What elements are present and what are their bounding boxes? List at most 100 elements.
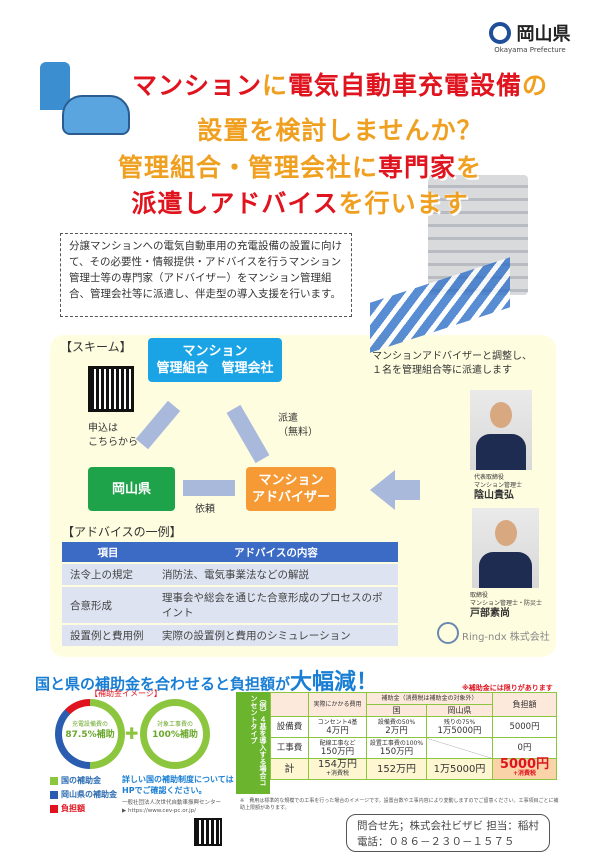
application-qr-code[interactable] [88,366,134,412]
cell-value: 2万円 [385,726,408,736]
example-label: （例）４基を導入する場合コンセントタイプ [236,692,270,794]
headline-segment: の [522,71,549,100]
advice-table: 項目アドバイスの内容 法令上の規定消防法、電気事業法などの解説 合意形成理事会や… [62,540,398,648]
subsidy-title: 国と県の補助金を合わせると負担額が大幅減！ [35,664,378,696]
headline-segment: 派遣しアドバイス [131,189,339,218]
client-box-line1: マンション [182,344,248,359]
advisor-note-1: マンションアドバイザーと調整し、 [372,351,532,362]
cell-value: 154万円 [317,759,358,770]
headline-segment: 専門家 [377,153,456,182]
table-row: 合意形成理事会や総会を通じた合意形成のプロセスのポイント [62,587,398,623]
ring-1-text: 充電設備費の 87.5%補助 [62,706,118,762]
advisor-2-name: 戸部素尚 [470,608,510,619]
cell-value: 150万円 [320,747,355,757]
cell-note: +消費税 [513,770,537,777]
advice-heading: 【アドバイスの一例】 [62,525,182,539]
subsidy-cell: 1万5000円 [425,758,494,780]
headline-segment: マンション [131,71,262,100]
advice-table-header: 項目アドバイスの内容 [62,542,398,562]
org-name: 一般社団法人次世代自動車振興センター [122,800,222,806]
subsidy-cell: 残りの75%1万5000円 [425,716,494,738]
request-label: 依頼 [195,504,215,515]
advisor-caption-1: 代表取締役 マンション管理士 陰山貴弘 [474,474,522,502]
apply-label-2: こちらから [88,437,138,448]
advisor-note-2: １名を管理組合等に派遣します [372,365,512,376]
subsidy-cell [425,737,494,759]
subsidy-cell: 計 [270,758,309,780]
arrow-request [183,480,235,496]
legend-label: 国の補助金 [61,776,101,785]
org-info: 一般社団法人次世代自動車振興センター ▶ https://www.cev-pc.o… [122,799,221,815]
row-item: 合意形成 [62,587,154,623]
ring-1-line1: 充電設備費の [71,721,108,728]
legend-burden: 負担額 [50,803,117,814]
limit-note: ※補助金には限りがあります [462,684,553,692]
ring-ndx-logo [437,622,459,644]
advisor-box-line2: アドバイザー [251,490,330,505]
subsidy-cell: 設置工事費の100%150万円 [366,737,427,759]
contact-box: 問合せ先；株式会社ビザビ 担当：稲村 電話：０８６－２３０－１５７５ [346,814,550,852]
cell-note: 設置工事費の100% [369,740,424,747]
okayama-logo: 岡山県 Okayama Prefecture [480,20,580,54]
row-content: 消防法、電気事業法などの解説 [154,564,398,585]
org-url[interactable]: ▶ https://www.cev-pc.or.jp/ [122,808,196,814]
legend-label: 負担額 [61,804,85,813]
advisor-1-title2: マンション管理士 [474,482,523,489]
ring-1-line2: 87.5%補助 [65,730,115,740]
headline-segment: に [261,71,288,100]
subsidy-title-b: 大幅減！ [290,670,379,695]
advisor-caption-2: 取締役 マンション管理士・防災士 戸部素尚 [470,592,542,620]
legend-nation: 国の補助金 [50,775,117,786]
advisor-box-line1: マンション [258,473,324,488]
cell-note: コンセント4基 [317,719,358,726]
apply-label: 申込は こちらから [88,422,138,450]
prefecture-emblem-icon [489,22,512,44]
table-row: 法令上の規定消防法、電気事業法などの解説 [62,564,398,585]
subsidy-cell: 154万円+消費税 [308,758,367,780]
headline-segment: 電気自動車充電設備 [288,71,523,100]
subsidy-image-label: 【補助金イメージ】 [90,689,162,698]
advisor-1-title1: 代表取締役 [474,474,505,481]
subsidy-footnote: ※ 費用は標準的な規模での工事を行った場合のイメージです。設置台数や工事内容によ… [240,798,559,811]
subsidy-cell: 設備費 [270,716,309,738]
headline-segment: を [456,153,483,182]
cell-value: 1万5000円 [433,763,486,775]
dispatch-label-1: 派遣 [278,413,298,424]
header-burden: 負担額 [492,692,558,717]
subsidy-legend: 国の補助金 岡山県の補助金 負担額 [50,775,117,817]
cev-qr-code[interactable] [194,818,222,846]
dispatch-label-2: （無料） [278,427,318,438]
cell-note: 配線工事など [319,740,356,747]
contact-phone[interactable]: 電話：０８６－２３０－１５７５ [357,836,515,848]
headline-line-4: 派遣しアドバイスを行います [20,184,580,220]
cell-value: 4万円 [326,726,349,736]
legend-pref: 岡山県の補助金 [50,789,117,800]
headline-line-2: 設置を検討しませんか？ [197,116,483,145]
client-box-line2: 管理組合 管理会社 [156,361,274,376]
subsidy-title-a: 国と県の補助金を合わせると負担額が [35,675,291,693]
ring-2-line1: 対象工事費の [156,721,193,728]
company-name: Ring-ndx 株式会社 [462,632,550,643]
subsidy-cell: 5000円 [492,716,558,738]
client-box: マンション 管理組合 管理会社 [148,338,282,382]
contact-line1: 問合せ先；株式会社ビザビ 担当：稲村 [357,820,539,832]
table-row: 設置例と費用例実際の設置例と費用のシミュレーション [62,625,398,646]
subsidy-cell: 工事費 [270,737,309,759]
cell-note: 設備費の50% [377,719,416,726]
headline-segment: 管理組合・管理会社に [117,153,378,182]
column-content: アドバイスの内容 [154,542,398,562]
cell-value: 1万5000円 [437,726,482,736]
description-box: 分譲マンションへの電気自動車用の充電設備の設置に向けて、その必要性・情報提供・ア… [60,233,352,317]
cell-value: 工事費 [276,742,303,753]
dispatch-label: 派遣 （無料） [278,412,318,440]
advisor-box: マンション アドバイザー [246,467,336,511]
row-item: 法令上の規定 [62,564,154,585]
subsidy-ring-1: 充電設備費の 87.5%補助 [55,699,125,769]
ring-2-line2: 100%補助 [152,730,198,740]
header-actual: 実際にかかる費用 [308,692,367,717]
